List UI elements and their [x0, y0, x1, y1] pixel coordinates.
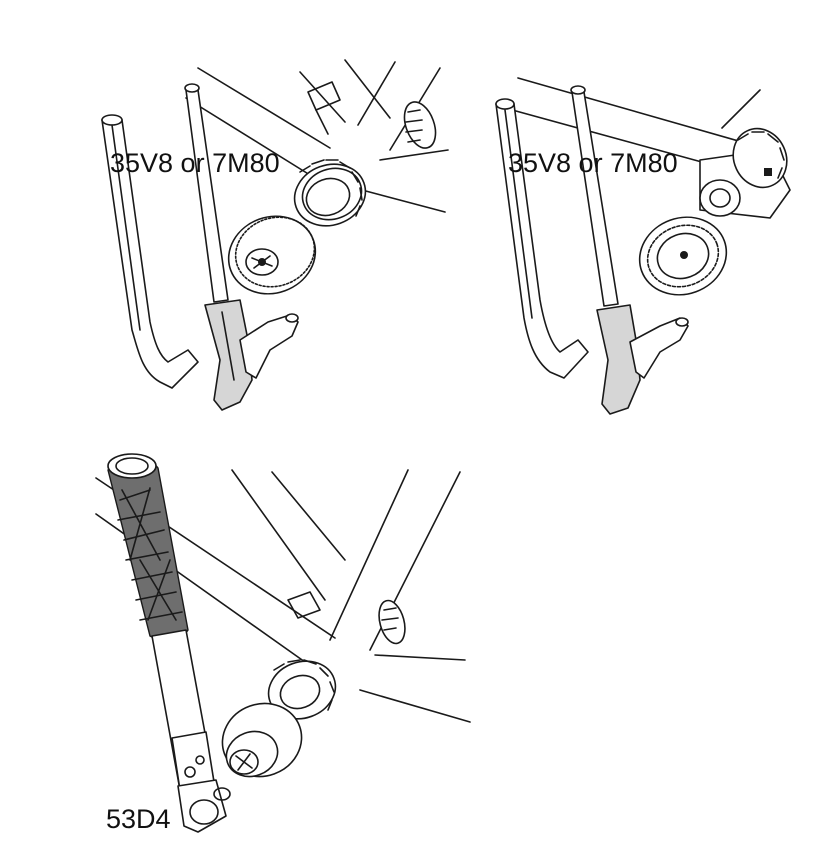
- torque-wrench: [570, 85, 689, 415]
- bb-tool-disc: [227, 215, 317, 295]
- bb-cup: [267, 659, 337, 720]
- panel-bottom-left: 53D4: [95, 453, 471, 834]
- bb-shell-far-side: [403, 101, 437, 149]
- bb-cup: [732, 127, 788, 189]
- bb-adapter-socket: [221, 702, 303, 778]
- hex-key-long: [101, 114, 199, 389]
- bb-shell-far-side: [378, 599, 406, 645]
- bb-tool-disc: [638, 216, 728, 296]
- torque-wrench-53d4: [107, 453, 231, 833]
- tool-label-bottom: 53D4: [106, 804, 171, 834]
- panel-top-left: 35V8 or 7M80: [101, 59, 449, 411]
- torque-wrench: [184, 83, 299, 411]
- tool-label-top-right: 35V8 or 7M80: [508, 148, 678, 178]
- hex-key-long: [495, 98, 589, 379]
- panel-top-right: 35V8 or 7M80: [495, 77, 791, 415]
- tool-label-top-left: 35V8 or 7M80: [110, 148, 280, 178]
- bb-cup: [293, 159, 367, 227]
